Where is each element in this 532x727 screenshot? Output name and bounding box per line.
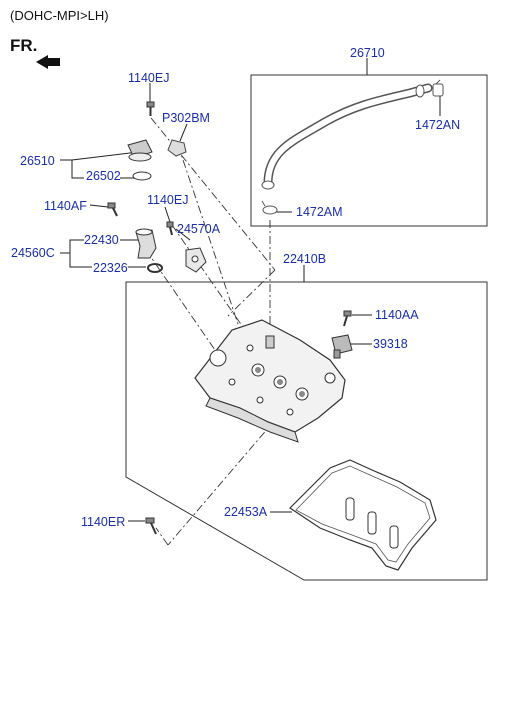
part-label-1140ej-top[interactable]: 1140EJ [128,71,170,85]
rocker-cover-gasket [289,459,437,571]
cap-gasket-26502 [132,171,152,181]
part-label-26502[interactable]: 26502 [86,169,121,183]
part-label-22410b[interactable]: 22410B [283,252,327,266]
leader-lines [60,58,441,522]
rocker-cover [194,319,346,443]
part-label-1140ej-mid[interactable]: 1140EJ [147,193,189,207]
part-label-26510[interactable]: 26510 [20,154,55,168]
part-label-24560c[interactable]: 24560C [11,246,55,260]
diagram-header: (DOHC-MPI>LH) [10,8,109,23]
pipe-elbow-22430 [135,228,157,259]
bolt-1140af [107,202,118,217]
part-label-22453a[interactable]: 22453A [224,505,268,519]
bolt-1140aa [343,310,352,327]
part-label-39318[interactable]: 39318 [373,337,408,351]
part-label-22326[interactable]: 22326 [93,261,128,275]
bolt-1140er [145,517,157,535]
hose-clamp-1472an [432,79,444,97]
oil-filler-cap [127,139,153,162]
part-label-1472an[interactable]: 1472AN [415,118,461,132]
part-label-1140aa[interactable]: 1140AA [375,308,419,322]
camshaft-sensor-39318 [331,334,353,359]
bolt-1140ej-mid [166,221,174,236]
cover-plate-24570a [185,247,207,273]
o-ring-22326 [147,263,163,273]
pcv-fitting-p302bm [167,139,187,157]
rocker-cover-box [125,281,488,581]
part-label-26710[interactable]: 26710 [350,46,385,60]
part-label-24570a[interactable]: 24570A [177,222,221,236]
hose-clamp-1472am [261,200,278,215]
part-label-1140er[interactable]: 1140ER [81,515,126,529]
front-indicator-label: FR. [10,36,38,55]
hose-assembly-box [250,74,488,227]
bolt-1140ej-top [146,101,155,116]
part-label-1472am[interactable]: 1472AM [296,205,343,219]
breather-hose [261,83,433,190]
part-label-22430[interactable]: 22430 [84,233,119,247]
part-label-p302bm[interactable]: P302BM [162,111,210,125]
part-label-1140af[interactable]: 1140AF [44,199,87,213]
front-arrow-icon [36,55,60,69]
